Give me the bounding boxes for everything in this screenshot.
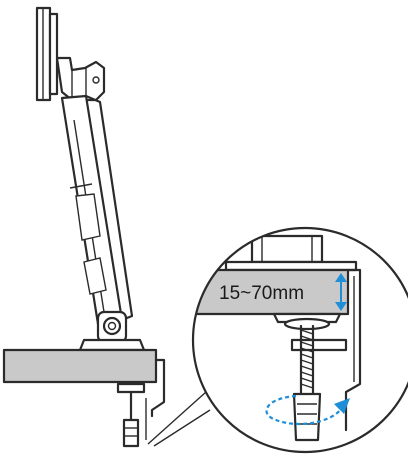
mount-head (55, 56, 106, 102)
desk-clamp (116, 358, 166, 448)
monitor-screen (35, 6, 59, 102)
desk-top (2, 348, 158, 384)
zoom-detail (191, 226, 408, 454)
double-headed-vertical-arrow-icon (335, 273, 347, 311)
thickness-range-label: 15~70mm (219, 283, 304, 304)
pole-base (78, 310, 146, 352)
curved-rotation-arrow-icon (265, 394, 350, 426)
callout-lines (147, 391, 211, 447)
monitor-arm (60, 94, 134, 326)
